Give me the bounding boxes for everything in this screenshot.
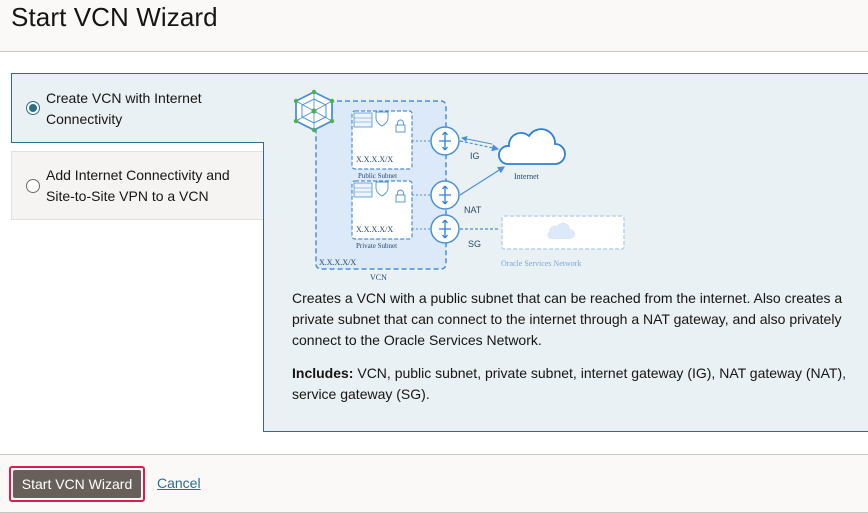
vcn-label: VCN bbox=[370, 273, 387, 282]
start-vcn-wizard-button[interactable]: Start VCN Wizard bbox=[9, 466, 145, 502]
ig-gateway-icon bbox=[430, 126, 460, 156]
oracle-services-label: Oracle Services Network bbox=[501, 259, 581, 268]
private-subnet-label: Private Subnet bbox=[356, 242, 397, 250]
option-create-vcn-internet[interactable]: Create VCN with Internet Connectivity bbox=[11, 73, 264, 143]
page-header: Start VCN Wizard bbox=[0, 0, 868, 52]
radio-selected[interactable] bbox=[26, 101, 40, 115]
wizard-footer: Start VCN Wizard Cancel bbox=[0, 454, 868, 513]
oracle-cloud-icon bbox=[547, 222, 575, 239]
option-detail-panel: X.X.X.X/X Public Subnet X.X.X.X/X Privat… bbox=[263, 73, 868, 432]
private-subnet-cidr: X.X.X.X/X bbox=[356, 225, 393, 234]
ig-label: IG bbox=[470, 151, 480, 161]
option-label: Create VCN with Internet Connectivity bbox=[46, 90, 202, 127]
option-description: Creates a VCN with a public subnet that … bbox=[292, 290, 843, 348]
includes-label: Includes: bbox=[292, 365, 354, 381]
option-includes: Includes: VCN, public subnet, private su… bbox=[292, 363, 852, 405]
sg-gateway-icon bbox=[430, 214, 460, 244]
nat-label: NAT bbox=[464, 205, 482, 215]
internet-label: Internet bbox=[514, 172, 540, 181]
cancel-link[interactable]: Cancel bbox=[157, 475, 201, 491]
option-label: Add Internet Connectivity and Site-to-Si… bbox=[46, 167, 230, 204]
includes-text: VCN, public subnet, private subnet, inte… bbox=[292, 365, 847, 402]
public-subnet-cidr: X.X.X.X/X bbox=[356, 155, 393, 164]
radio-unselected[interactable] bbox=[26, 179, 40, 193]
sg-label: SG bbox=[468, 239, 481, 249]
vcn-architecture-diagram: X.X.X.X/X Public Subnet X.X.X.X/X Privat… bbox=[293, 89, 625, 282]
internet-cloud-icon bbox=[498, 128, 566, 165]
page-title: Start VCN Wizard bbox=[11, 2, 218, 32]
public-subnet-label: Public Subnet bbox=[358, 172, 397, 180]
option-add-internet-vpn[interactable]: Add Internet Connectivity and Site-to-Si… bbox=[11, 151, 264, 220]
vcn-hex-icon bbox=[293, 89, 335, 133]
vcn-cidr: X.X.X.X/X bbox=[319, 258, 356, 267]
nat-gateway-icon bbox=[430, 180, 460, 210]
start-vcn-wizard-button-label: Start VCN Wizard bbox=[13, 470, 141, 498]
